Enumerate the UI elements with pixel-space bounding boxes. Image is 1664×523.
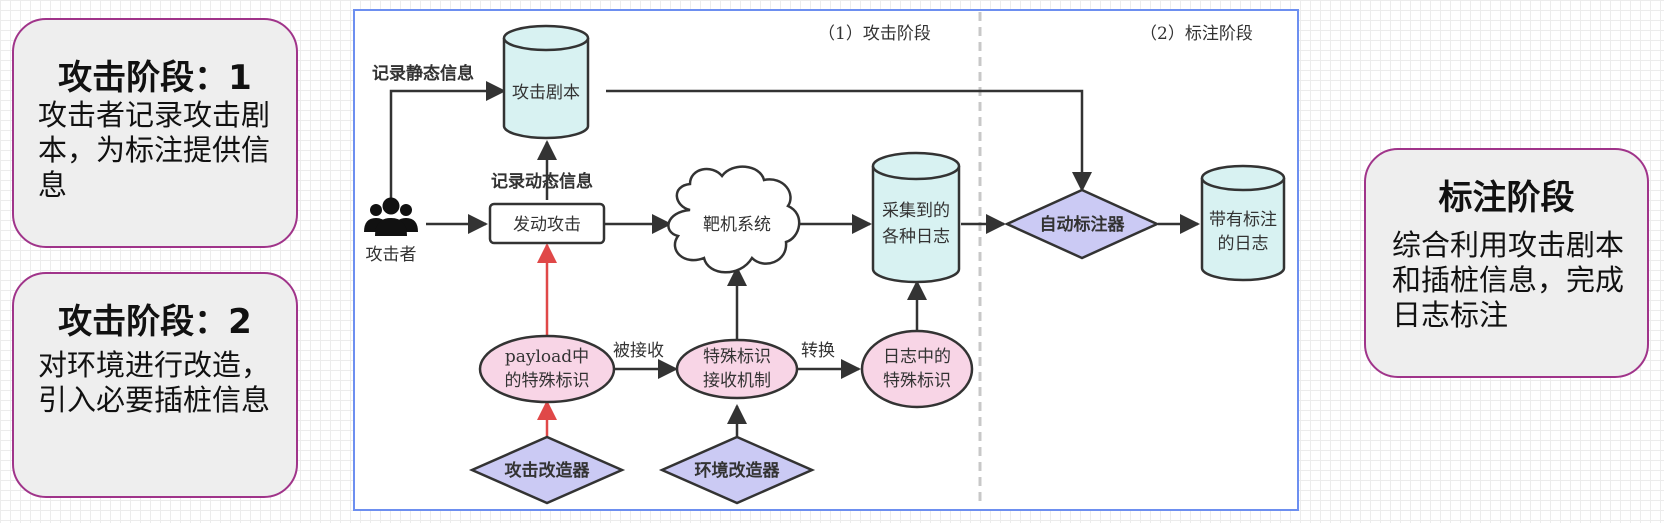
receiver-label-2: 接收机制 — [703, 371, 771, 391]
card-text: 综合利用攻击剧本和插桩信息，完成日志标注 — [1392, 228, 1625, 332]
attack-phase-2-card: 攻击阶段：2 对环境进行改造，引入必要插桩信息 — [12, 272, 298, 498]
phase-annotate-label: （2）标注阶段 — [1140, 24, 1253, 44]
launch-attack-label: 发动攻击 — [513, 215, 581, 235]
payload-mark-ellipse — [478, 334, 616, 404]
edge-record-static — [389, 81, 506, 202]
record-static-label: 记录静态信息 — [372, 63, 474, 84]
env-modifier-diamond — [658, 435, 816, 505]
card-text: 对环境进行改造，引入必要插桩信息 — [38, 348, 271, 417]
collected-logs-label-1: 采集到的 — [882, 201, 950, 221]
convert-label: 转换 — [801, 341, 835, 361]
connectors — [389, 81, 1200, 440]
collected-logs-label-2: 各种日志 — [882, 227, 950, 247]
attack-modifier-label: 攻击改造器 — [505, 460, 591, 481]
edge-script-to-annotator — [606, 89, 1092, 192]
target-system-cloud — [667, 165, 801, 274]
log-mark-label-1: 日志中的 — [883, 347, 951, 367]
auto-annotator-diamond — [1003, 188, 1161, 260]
card-text: 攻击者记录攻击剧本，为标注提供信息 — [38, 98, 271, 202]
labeled-logs-cylinder — [1200, 164, 1286, 282]
card-title: 标注阶段 — [1438, 178, 1575, 218]
receiver-ellipse — [675, 338, 799, 400]
log-mark-label-2: 特殊标识 — [883, 371, 951, 391]
attacker-label: 攻击者 — [366, 245, 417, 265]
attack-script-label: 攻击剧本 — [512, 83, 580, 103]
receiver-label-1: 特殊标识 — [703, 347, 771, 367]
payload-mark-label-2: 的特殊标识 — [505, 371, 590, 391]
card-title: 攻击阶段：1 — [58, 58, 252, 98]
annotation-phase-card: 标注阶段 综合利用攻击剧本和插桩信息，完成日志标注 — [1364, 148, 1649, 378]
card-title: 攻击阶段：2 — [58, 302, 252, 342]
attack-modifier-diamond — [468, 435, 626, 505]
record-dynamic-label: 记录动态信息 — [491, 171, 593, 192]
attack-script-cylinder — [502, 24, 590, 140]
target-system-label: 靶机系统 — [703, 215, 771, 235]
launch-attack-box — [488, 202, 606, 245]
labeled-logs-label-1: 带有标注 — [1209, 210, 1277, 230]
env-modifier-label: 环境改造器 — [695, 460, 781, 481]
user-group-icon — [364, 197, 418, 236]
phase-attack-label: （1）攻击阶段 — [818, 24, 931, 44]
attack-phase-1-card: 攻击阶段：1 攻击者记录攻击剧本，为标注提供信息 — [12, 18, 298, 248]
log-mark-ellipse — [860, 329, 974, 409]
payload-mark-label-1: payload中 — [505, 347, 589, 367]
collected-logs-cylinder — [871, 151, 961, 284]
diagram-frame — [353, 9, 1299, 511]
labeled-logs-label-2: 的日志 — [1218, 234, 1269, 254]
auto-annotator-label: 自动标注器 — [1040, 214, 1126, 235]
received-label: 被接收 — [613, 341, 664, 361]
